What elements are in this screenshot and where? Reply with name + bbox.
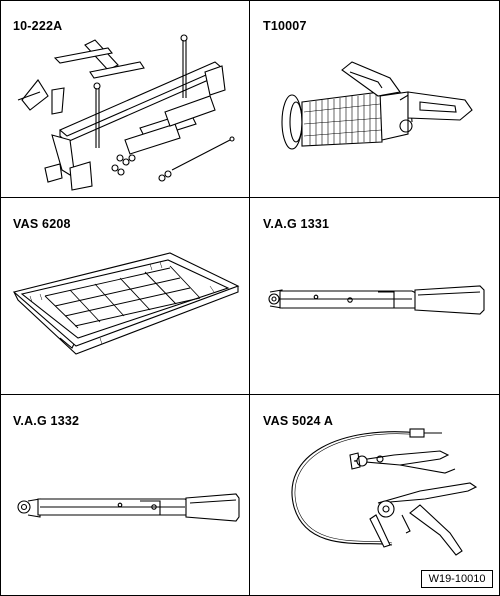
tool-cell-10-222a: 10-222A (0, 0, 249, 197)
tool-code: VAS 5024 A (263, 414, 334, 428)
tool-code: 10-222A (13, 19, 63, 33)
tool-code: T10007 (263, 19, 307, 33)
hose-clip-pliers-icon (291, 428, 478, 556)
torque-wrench-icon (268, 285, 485, 315)
tool-code: V.A.G 1331 (263, 217, 330, 231)
tool-cell-vag-1331: V.A.G 1331 (250, 198, 499, 395)
torque-wrench-large-icon (17, 493, 240, 522)
refractometer-icon (281, 61, 473, 150)
figure-reference: W19-10010 (421, 570, 493, 588)
tool-cell-vas-6208: VAS 6208 (0, 198, 249, 395)
drip-tray-icon (12, 252, 240, 355)
engine-support-bridge-icon (17, 34, 235, 191)
row-divider-1 (0, 197, 500, 198)
row-divider-2 (0, 394, 500, 395)
tool-cell-vag-1332: V.A.G 1332 (0, 395, 249, 592)
tool-cell-vas-5024-a: VAS 5024 A (250, 395, 499, 592)
tool-code: VAS 6208 (13, 217, 71, 231)
column-divider (249, 0, 250, 596)
tool-code: V.A.G 1332 (13, 414, 80, 428)
tool-cell-t10007: T10007 (250, 0, 499, 197)
